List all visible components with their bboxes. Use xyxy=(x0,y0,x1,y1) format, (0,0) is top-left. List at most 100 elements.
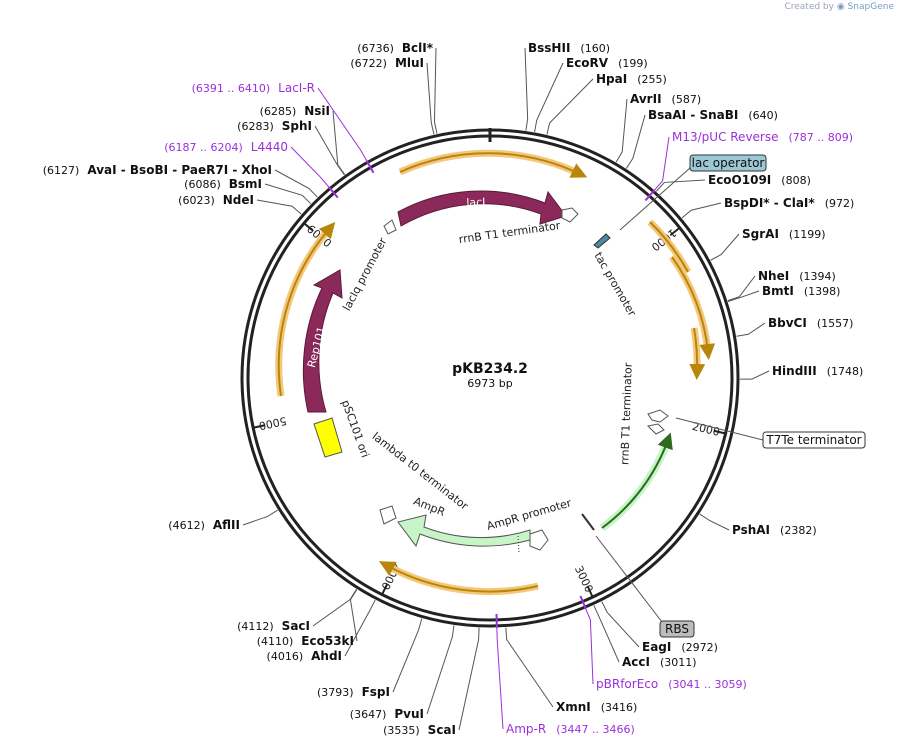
rep101-arrow xyxy=(302,269,343,413)
site-leader-8 xyxy=(681,202,722,219)
site-label-9[interactable]: SgrAI(1199) xyxy=(742,227,825,241)
site-label-12[interactable]: BbvCI(1557) xyxy=(768,316,853,330)
primer-label-2[interactable]: M13/pUC Reverse(787 .. 809) xyxy=(672,130,853,144)
site-leader-16 xyxy=(593,605,620,663)
site-leader-2 xyxy=(524,47,529,131)
feature-laci[interactable]: lacI xyxy=(397,190,567,227)
site-label-29[interactable]: (6285)NsiI xyxy=(260,104,330,118)
site-label-16[interactable]: AccI(3011) xyxy=(622,655,697,669)
site-leader-18 xyxy=(458,627,480,731)
tac-promoter-icon xyxy=(593,233,611,249)
psc101-ori-box xyxy=(313,417,343,458)
rrnb-terminator-3-icon xyxy=(646,423,665,435)
feature-ampr[interactable] xyxy=(397,514,531,553)
primer-leader-1 xyxy=(290,146,330,188)
site-label-15[interactable]: EagI(2972) xyxy=(642,640,718,654)
site-leader-9 xyxy=(710,233,740,261)
snapgene-credit: Created by ◉ SnapGene xyxy=(784,2,894,12)
site-label-24[interactable]: (4612)AflII xyxy=(168,518,240,532)
site-leader-25 xyxy=(256,199,302,215)
primer-leader-2 xyxy=(654,136,670,191)
site-leader-27 xyxy=(274,169,318,198)
site-label-18[interactable]: (3535)ScaI xyxy=(383,723,456,737)
boxed-feature-rbs[interactable]: RBS xyxy=(595,535,695,638)
primer-marker-0 xyxy=(365,160,375,174)
site-leader-lines xyxy=(242,47,770,731)
site-leader-14 xyxy=(699,513,730,531)
t7te-label: T7Te terminator xyxy=(765,433,861,447)
site-label-23[interactable]: (4112)SacI xyxy=(237,619,310,633)
site-label-11[interactable]: BmtI(1398) xyxy=(762,284,840,298)
rrnb-terminator-label: rrnB T1 terminator xyxy=(458,219,562,246)
site-label-19[interactable]: (3647)PvuI xyxy=(350,707,424,721)
primer-marker-2 xyxy=(644,189,656,202)
site-label-10[interactable]: NheI(1394) xyxy=(758,269,836,283)
site-label-4[interactable]: HpaI(255) xyxy=(596,72,667,86)
boxed-feature-lac-operator[interactable]: lac operator xyxy=(619,154,767,231)
site-label-20[interactable]: (3793)FspI xyxy=(317,685,390,699)
scale-tick-2000 xyxy=(713,429,726,435)
primer-marker-3 xyxy=(579,595,587,610)
site-label-25[interactable]: (6023)NdeI xyxy=(178,193,254,207)
site-leader-29 xyxy=(332,110,346,175)
scale-label-5000: 5000 xyxy=(258,414,288,432)
feature-psc101-ori[interactable] xyxy=(313,417,343,458)
site-label-26[interactable]: (6086)BsmI xyxy=(184,177,262,191)
orf-arc-bottom-core xyxy=(378,561,539,593)
scale-label-3000: 3000 xyxy=(572,564,596,595)
tac-promoter-label: tac promoter xyxy=(591,250,638,319)
site-label-3[interactable]: EcoRV(199) xyxy=(566,56,648,70)
site-label-13[interactable]: HindIII(1748) xyxy=(772,364,863,378)
site-label-7[interactable]: EcoO109I(808) xyxy=(708,173,811,187)
site-leader-26 xyxy=(264,183,312,205)
site-leader-5 xyxy=(615,98,628,163)
rrnb-terminator-2-icon xyxy=(647,409,669,423)
site-leader-3 xyxy=(534,62,564,133)
rrnb-terminator-2-label: rrnB T1 terminator xyxy=(618,362,635,465)
site-label-21[interactable]: (4016)AhdI xyxy=(267,649,342,663)
ampr-label: AmpR xyxy=(412,495,448,519)
orf-arc-top-core xyxy=(399,152,588,178)
primer-label-0[interactable]: (6391 .. 6410)LacI-R xyxy=(192,81,315,95)
primer-leader-4 xyxy=(496,627,504,730)
site-label-2[interactable]: BssHII(160) xyxy=(528,41,610,55)
site-label-1[interactable]: (6722)MluI xyxy=(350,56,424,70)
rbs-leader xyxy=(595,535,663,623)
site-leader-17 xyxy=(505,627,554,708)
ampr-promoter-label: AmpR promoter xyxy=(485,496,573,533)
site-label-22[interactable]: (4110)Eco53kI xyxy=(257,634,354,648)
site-leader-6 xyxy=(625,114,646,169)
primer-label-4[interactable]: Amp-R(3447 .. 3466) xyxy=(506,722,635,736)
primer-label-3[interactable]: pBRforEco(3041 .. 3059) xyxy=(596,677,747,691)
primer-label-1[interactable]: (6187 .. 6204)L4440 xyxy=(164,140,288,154)
ampr-arrow xyxy=(397,514,531,548)
rbs-box xyxy=(659,620,695,638)
orf-arc-bottom xyxy=(384,561,539,596)
scale-tick-5000 xyxy=(252,424,266,429)
scale-tick-6000 xyxy=(303,222,314,232)
feature-rep101[interactable]: Rep101 xyxy=(302,269,343,413)
orf-arc-green xyxy=(599,438,672,532)
site-label-8[interactable]: BspDI* - ClaI*(972) xyxy=(724,196,854,210)
site-label-0[interactable]: (6736)BclI* xyxy=(357,41,433,55)
site-leader-24 xyxy=(242,509,279,526)
site-label-28[interactable]: (6283)SphI xyxy=(237,119,312,133)
laciq-promoter-icon xyxy=(383,219,397,235)
orf-arc-right-2-core xyxy=(671,256,716,360)
plasmid-length: 6973 bp xyxy=(467,377,512,390)
credit-product: SnapGene xyxy=(847,2,894,12)
primer-marker-1 xyxy=(327,186,339,199)
primer-leader-0 xyxy=(317,87,368,161)
primer-leader-3 xyxy=(585,608,594,685)
site-label-5[interactable]: AvrII(587) xyxy=(630,92,701,106)
site-label-27[interactable]: (6127)AvaI - BsoBI - PaeR7I - XhoI xyxy=(43,163,272,177)
rbs-mark xyxy=(581,513,595,531)
orf-arc-left-core xyxy=(277,221,336,397)
site-leader-12 xyxy=(736,322,766,337)
boxed-feature-t7te-terminator[interactable]: T7Te terminator xyxy=(675,417,866,449)
site-label-17[interactable]: XmnI(3416) xyxy=(556,700,637,714)
site-label-6[interactable]: BsaAI - SnaBI(640) xyxy=(648,108,778,122)
site-label-14[interactable]: PshAI(2382) xyxy=(732,523,817,537)
scale-label-2000: 2000 xyxy=(691,420,721,439)
orf-arcs xyxy=(275,149,716,596)
